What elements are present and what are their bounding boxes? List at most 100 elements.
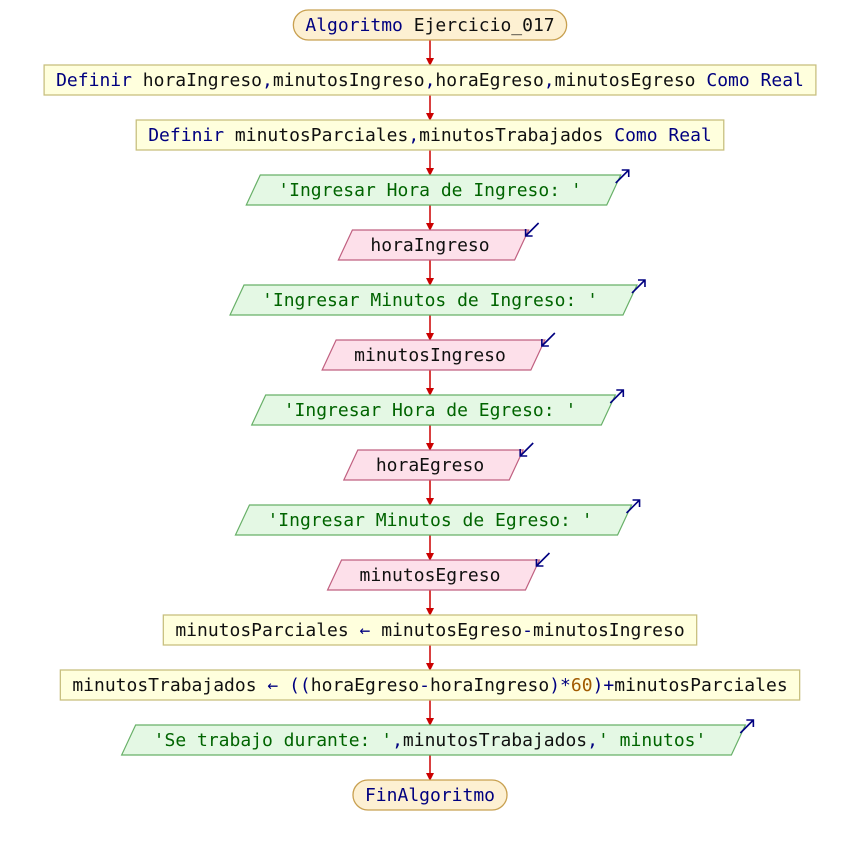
node-def2: Definir minutosParciales,minutosTrabajad…: [135, 119, 725, 151]
node-token: minutosTrabajados: [419, 125, 603, 146]
node-out3: 'Ingresar Hora de Egreso: ': [250, 389, 625, 426]
output-shape: [234, 504, 633, 536]
node-token: horaIngreso: [430, 675, 549, 696]
node-out2: 'Ingresar Minutos de Ingreso: ': [229, 279, 646, 316]
node-token: minutosTrabajados: [403, 730, 587, 751]
process-shape: [59, 669, 801, 701]
node-token: Ejercicio_017: [403, 15, 555, 36]
output-shape: [250, 394, 617, 426]
node-token: ,: [425, 70, 436, 91]
input-shape: [321, 339, 546, 371]
node-token: ' minutos': [598, 730, 706, 751]
node-token: ←: [349, 620, 382, 641]
node-text: 'Ingresar Hora de Egreso: ': [284, 400, 577, 421]
node-text: horaEgreso: [376, 455, 484, 476]
node-token: 'Ingresar Minutos de Egreso: ': [267, 510, 592, 531]
input-shape: [342, 449, 525, 481]
node-token: ,: [544, 70, 555, 91]
node-in1: horaIngreso: [337, 222, 540, 261]
node-token: )+: [593, 675, 615, 696]
node-token: ,: [408, 125, 419, 146]
node-token: horaEgreso: [435, 70, 543, 91]
output-arrow-icon: [609, 389, 625, 404]
node-text: 'Se trabajo durante: ',minutosTrabajados…: [154, 730, 707, 751]
node-token: minutosParciales: [224, 125, 408, 146]
terminal-shape: [292, 9, 568, 41]
node-token: minutosIngreso: [354, 345, 506, 366]
input-shape: [337, 229, 530, 261]
node-token: minutosEgreso: [381, 620, 522, 641]
output-shape: [120, 724, 747, 756]
output-shape: [229, 284, 638, 316]
node-token: 'Se trabajo durante: ': [154, 730, 392, 751]
node-text: horaIngreso: [370, 235, 489, 256]
node-token: )*: [549, 675, 571, 696]
node-token: minutosEgreso: [360, 565, 501, 586]
node-text: Definir minutosParciales,minutosTrabajad…: [148, 125, 712, 146]
input-arrow-icon: [524, 222, 540, 237]
node-out4: 'Ingresar Minutos de Egreso: ': [234, 499, 641, 536]
node-token: Algoritmo: [305, 15, 403, 36]
input-arrow-icon: [519, 442, 534, 457]
node-token: Definir: [148, 125, 224, 146]
node-in3: horaEgreso: [342, 442, 534, 481]
output-arrow-icon: [631, 279, 646, 294]
node-end: FinAlgoritmo: [352, 779, 508, 811]
node-text: minutosTrabajados ← ((horaEgreso-horaIng…: [72, 675, 787, 696]
node-token: minutosTrabajados: [72, 675, 256, 696]
node-token: horaIngreso: [132, 70, 262, 91]
terminal-shape: [352, 779, 508, 811]
node-token: minutosParciales: [175, 620, 348, 641]
output-arrow-icon: [615, 169, 630, 184]
node-text: 'Ingresar Minutos de Ingreso: ': [262, 290, 598, 311]
node-token: ,: [587, 730, 598, 751]
node-token: -: [419, 675, 430, 696]
node-token: minutosEgreso: [555, 70, 696, 91]
node-token: minutosIngreso: [533, 620, 685, 641]
node-token: horaEgreso: [311, 675, 419, 696]
node-token: 'Ingresar Hora de Egreso: ': [284, 400, 577, 421]
process-shape: [135, 119, 725, 151]
node-token: ((: [289, 675, 311, 696]
input-arrow-icon: [535, 552, 551, 567]
node-token: ,: [392, 730, 403, 751]
node-out5: 'Se trabajo durante: ',minutosTrabajados…: [120, 719, 755, 756]
node-token: 'Ingresar Hora de Ingreso: ': [278, 180, 581, 201]
node-token: 'Ingresar Minutos de Ingreso: ': [262, 290, 598, 311]
node-token: minutosParciales: [614, 675, 787, 696]
node-text: FinAlgoritmo: [365, 785, 495, 806]
node-in4: minutosEgreso: [326, 552, 551, 591]
node-text: Definir horaIngreso,minutosIngreso,horaE…: [56, 70, 804, 91]
node-token: 60: [571, 675, 593, 696]
node-token: FinAlgoritmo: [365, 785, 495, 806]
node-text: 'Ingresar Minutos de Egreso: ': [267, 510, 592, 531]
node-text: Algoritmo Ejercicio_017: [305, 15, 554, 36]
node-assign2: minutosTrabajados ← ((horaEgreso-horaIng…: [59, 669, 801, 701]
node-text: 'Ingresar Hora de Ingreso: ': [278, 180, 581, 201]
node-text: minutosParciales ← minutosEgreso-minutos…: [175, 620, 684, 641]
node-token: horaEgreso: [376, 455, 484, 476]
node-assign1: minutosParciales ← minutosEgreso-minutos…: [162, 614, 698, 646]
node-token: Definir: [56, 70, 132, 91]
node-def1: Definir horaIngreso,minutosIngreso,horaE…: [43, 64, 817, 96]
process-shape: [43, 64, 817, 96]
node-token: Como Real: [696, 70, 804, 91]
node-token: horaIngreso: [370, 235, 489, 256]
node-in2: minutosIngreso: [321, 332, 556, 371]
input-shape: [326, 559, 541, 591]
node-token: ←: [257, 675, 290, 696]
output-arrow-icon: [625, 499, 641, 514]
node-token: Como Real: [603, 125, 711, 146]
node-text: minutosIngreso: [354, 345, 506, 366]
process-shape: [162, 614, 698, 646]
node-start: Algoritmo Ejercicio_017: [292, 9, 568, 41]
node-token: minutosIngreso: [273, 70, 425, 91]
input-arrow-icon: [541, 332, 556, 347]
node-text: minutosEgreso: [360, 565, 501, 586]
node-token: ,: [262, 70, 273, 91]
node-out1: 'Ingresar Hora de Ingreso: ': [245, 169, 630, 206]
output-arrow-icon: [739, 719, 755, 734]
output-shape: [245, 174, 622, 206]
node-token: -: [522, 620, 533, 641]
